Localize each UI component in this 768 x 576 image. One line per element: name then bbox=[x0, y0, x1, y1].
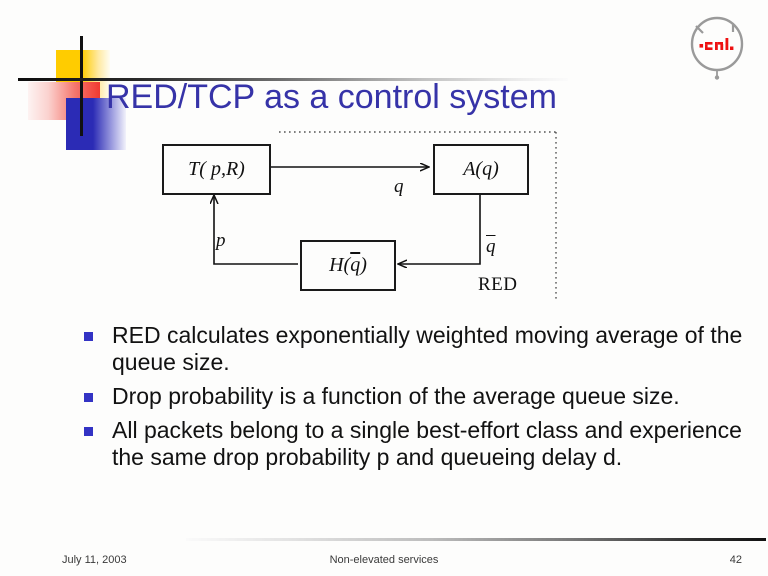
page-title: RED/TCP as a control system bbox=[106, 77, 557, 116]
slide-header: RED/TCP as a control system bbox=[0, 0, 768, 150]
control-system-diagram: T( p,R) A(q) H(q) q p q RED bbox=[148, 126, 568, 311]
decorative-logo-blocks bbox=[28, 36, 138, 150]
decor-vertical-line bbox=[80, 36, 83, 136]
footer-page-number: 42 bbox=[729, 554, 742, 566]
diagram-box-aqm: A(q) bbox=[433, 144, 529, 195]
list-item: All packets belong to a single best-effo… bbox=[84, 417, 744, 471]
bullet-text: Drop probability is a function of the av… bbox=[112, 383, 680, 409]
diagram-box-filter-label: H(q) bbox=[329, 254, 367, 276]
decor-blue-square bbox=[66, 98, 126, 150]
diagram-box-aqm-label: A(q) bbox=[463, 158, 499, 180]
list-item: RED calculates exponentially weighted mo… bbox=[84, 322, 744, 376]
footer-subject: Non-elevated services bbox=[329, 554, 439, 566]
diagram-box-filter: H(q) bbox=[300, 240, 396, 291]
bullet-square-icon bbox=[84, 332, 93, 341]
red-region-boundary bbox=[279, 131, 557, 299]
cnl-wordmark bbox=[699, 38, 734, 50]
bullet-square-icon bbox=[84, 393, 93, 402]
diagram-box-transport: T( p,R) bbox=[162, 144, 271, 195]
diagram-edge-label-p: p bbox=[216, 230, 226, 251]
cnl-logo bbox=[684, 14, 752, 82]
footer-divider bbox=[186, 538, 766, 541]
list-item: Drop probability is a function of the av… bbox=[84, 383, 744, 410]
footer-date: July 11, 2003 bbox=[62, 554, 127, 566]
slide-body-bullets: RED calculates exponentially weighted mo… bbox=[84, 322, 744, 478]
bullet-square-icon bbox=[84, 427, 93, 436]
diagram-edge-label-qbar: q bbox=[486, 236, 496, 257]
diagram-edge-label-q: q bbox=[394, 176, 404, 197]
diagram-region-label-red: RED bbox=[478, 274, 518, 295]
bullet-text: RED calculates exponentially weighted mo… bbox=[112, 322, 743, 375]
title-underline-rule bbox=[18, 78, 568, 81]
diagram-box-transport-label: T( p,R) bbox=[188, 158, 245, 180]
bullet-text: All packets belong to a single best-effo… bbox=[112, 417, 742, 470]
